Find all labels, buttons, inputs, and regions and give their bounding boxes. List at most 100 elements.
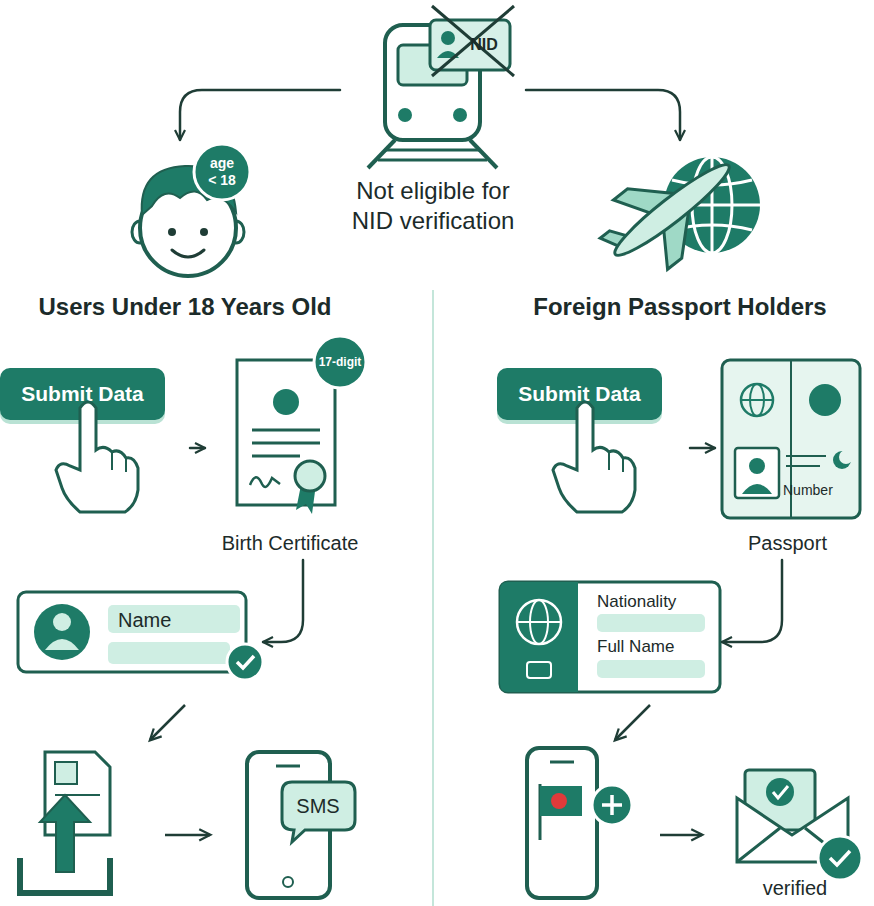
sms-phone-part xyxy=(276,765,300,768)
globe-plane-icon-part xyxy=(664,157,760,253)
node-text: Passport xyxy=(715,530,860,556)
certificate-icon-part xyxy=(273,389,299,415)
flow-connector xyxy=(690,447,715,450)
upload-icon-part xyxy=(40,795,90,872)
globe-plane-icon-part-part xyxy=(608,156,736,264)
flow-arrow xyxy=(615,705,650,740)
flow-connector xyxy=(722,560,782,642)
nationality-card-part xyxy=(517,621,561,623)
train-icon-part xyxy=(378,159,487,162)
plus-badge xyxy=(592,785,632,825)
upload-icon-part xyxy=(55,794,100,796)
globe-plane-icon-part-part xyxy=(640,195,718,269)
flow-connector xyxy=(190,447,205,450)
globe-plane-icon xyxy=(587,131,760,290)
check-badge-part xyxy=(227,644,263,680)
upload-icon xyxy=(20,752,110,893)
node-text: SMS xyxy=(283,792,353,820)
field-label: Number xyxy=(783,481,855,499)
button-label: Submit Data xyxy=(0,368,165,420)
verified-envelope xyxy=(737,770,848,862)
passport-icon-part xyxy=(741,399,773,401)
nationality-card-part xyxy=(527,662,551,678)
node-text: Birth Certificate xyxy=(205,530,375,556)
name-card-part xyxy=(108,642,230,664)
globe-plane-icon-part xyxy=(587,131,756,290)
node-text: Foreign Passport Holders xyxy=(505,292,855,322)
nid-card-part xyxy=(432,6,514,76)
train-icon-part xyxy=(385,25,480,140)
certificate-icon-part xyxy=(295,461,325,491)
certificate-icon-part xyxy=(252,455,300,458)
verified-envelope-part xyxy=(745,770,815,830)
upload-icon-part xyxy=(45,752,110,835)
nid-card-part xyxy=(437,51,459,58)
flow-connector xyxy=(526,90,680,140)
flag-phone-part xyxy=(551,793,567,809)
boy-icon-part xyxy=(168,228,176,236)
name-card-part xyxy=(18,592,246,672)
passport-icon-part xyxy=(833,451,851,469)
certificate-icon-part xyxy=(250,477,280,487)
name-card-part xyxy=(45,639,79,650)
passport-icon-part xyxy=(786,465,820,467)
passport-icon-part xyxy=(749,458,765,474)
plus-badge-part xyxy=(602,795,622,815)
node-text: Name xyxy=(118,606,243,634)
flow-arrow xyxy=(150,705,185,740)
globe-plane-icon-part xyxy=(692,157,732,253)
boy-icon-part xyxy=(172,250,204,257)
nid-card-part xyxy=(432,6,514,76)
passport-icon-part xyxy=(742,484,772,494)
card-label: NID xyxy=(462,35,506,55)
age-badge: age < 18 xyxy=(206,155,238,189)
flag-phone-part xyxy=(540,786,582,816)
nationality-card-part xyxy=(597,660,705,678)
check-badge-part xyxy=(818,836,862,880)
pointing-hand-part xyxy=(112,452,126,472)
passport-icon xyxy=(722,360,860,518)
check-badge-part xyxy=(830,851,850,865)
certificate-icon xyxy=(237,336,366,514)
globe-plane-icon-part xyxy=(664,204,760,207)
submit-button: Submit Data xyxy=(497,368,690,513)
nationality-card-part xyxy=(597,614,705,632)
certificate-icon-part xyxy=(314,336,366,388)
node-text: Full Name xyxy=(597,636,717,658)
group-heading: Foreign Passport Holders xyxy=(505,140,855,330)
name-card-part xyxy=(34,604,90,660)
node-text: Users Under 18 Years Old xyxy=(10,292,360,322)
check-badge xyxy=(227,644,263,680)
group-heading: Users Under 18 Years Old xyxy=(10,140,360,330)
globe-plane-icon-part-part xyxy=(613,161,691,235)
boy-icon-part xyxy=(228,221,244,243)
column-divider xyxy=(432,290,434,906)
passport-icon-part xyxy=(735,448,779,498)
button-label: Submit Data xyxy=(497,368,662,420)
boy-icon-part xyxy=(140,180,236,276)
train-icon-part xyxy=(470,140,497,168)
sms-phone-part xyxy=(283,877,293,887)
nid-card xyxy=(430,6,514,76)
flag-phone-part xyxy=(527,748,597,898)
name-card-part xyxy=(53,613,71,631)
flow-arrow xyxy=(165,834,210,837)
train-icon-part xyxy=(453,108,467,122)
verified-envelope-part xyxy=(737,798,848,862)
nationality-card xyxy=(500,582,720,692)
name-card xyxy=(18,592,246,672)
boy-icon-part xyxy=(132,221,148,243)
nationality-card-part xyxy=(530,600,548,644)
passport-icon-part xyxy=(741,384,773,416)
check-badge-part xyxy=(237,656,254,668)
globe-plane-icon-part xyxy=(672,180,752,230)
sms-phone-part xyxy=(247,752,330,898)
flag-phone xyxy=(527,748,597,898)
status-note: Not eligible for NID verification xyxy=(340,0,526,245)
node-text: verified xyxy=(720,875,870,901)
form-card: Name xyxy=(18,590,263,678)
verified-envelope-part xyxy=(773,786,788,798)
